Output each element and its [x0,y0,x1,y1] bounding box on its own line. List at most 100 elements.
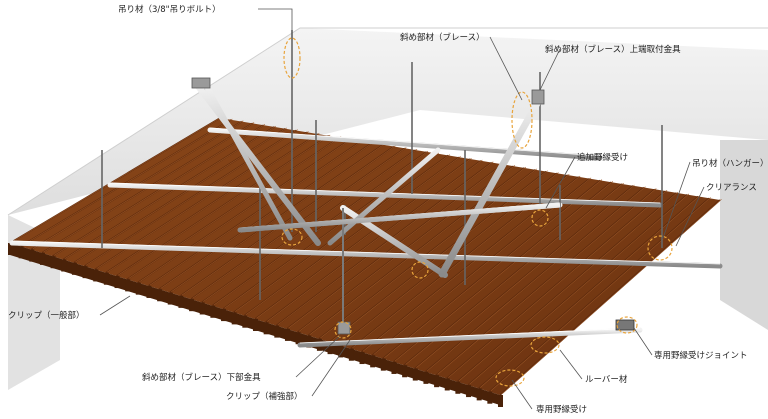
louver-slat-highlight [160,141,374,289]
louver-slat-highlight [117,134,331,276]
label-brace-top-fitting: 斜め部材（ブレース）上端取付金具 [545,44,681,55]
leader-line [258,8,293,40]
louver-slat-highlight [213,150,429,306]
louver-slat-end [210,305,216,318]
louver-slat [488,197,710,393]
labels: 吊り材（3/8"吊りボルト） 斜め部材（ブレース） 斜め部材（ブレース）上端取付… [8,4,768,415]
louver-slat-end [380,358,386,371]
louver-slat-end [274,325,280,338]
louver-slat-highlight [277,161,494,326]
louver-slat-end [114,276,120,289]
louver-slat-end [402,365,408,378]
louver-slat-highlight [394,181,613,362]
louver-slat-end [178,295,184,308]
callout-ring [647,235,673,261]
brace-left-a [194,82,321,246]
leader-lines [99,8,705,410]
leader-line [489,36,523,101]
louver-slat-end [306,335,312,348]
leader-line [545,156,576,209]
louver-slat [446,190,667,380]
label-brace: 斜め部材（ブレース） [400,32,485,43]
louver-slat [371,177,591,356]
louver-slat-highlight [490,197,711,392]
leader-line [99,295,131,316]
louver-slat-end [498,395,503,407]
louver-slat-end [167,292,173,305]
extra-runner-bar [239,202,561,233]
louver-slat-highlight [149,140,363,286]
callout-ring [616,316,638,334]
louver-slat [403,183,623,366]
louver-slat-highlight [11,116,222,243]
label-brace-bottom-fitting: 斜め部材（ブレース）下部金具 [142,372,261,383]
brace-left-b [203,82,293,241]
runner-bar [297,327,643,348]
louver-slat-highlight [437,188,657,375]
louver-slat-end [61,259,67,272]
louver-slat [456,192,678,383]
leader-line [511,379,533,410]
louver-slat-highlight [448,190,668,378]
callout-ring [530,336,560,354]
louver-slat-end [189,299,195,312]
louver-slat-highlight [21,118,233,246]
louver-slat-end [71,262,77,275]
louver-slat [424,186,645,373]
leader-line [295,335,341,378]
louver-slat-end [434,375,440,388]
louver-slat-highlight [75,127,287,263]
label-clearance: クリアランス [706,183,757,193]
louver-slat-end [103,272,109,285]
brace-bottom-fitting [337,321,351,335]
louver-slat-end [253,319,258,331]
louver-slat-end [348,348,354,361]
louver-slat-end [444,378,450,391]
ceiling-slab-underside [8,28,768,215]
ceiling-slab-right-wall [720,140,768,330]
louver-slat-end [157,289,163,302]
louver-slat-end [412,368,418,381]
leader-line [633,327,653,356]
louver-slat-end [39,252,45,265]
brace-right [438,94,544,278]
leader-line [539,48,561,91]
louver-slat-highlight [479,195,700,388]
louver-slat-end [455,381,461,394]
louver-slat-end [284,328,290,341]
brace-center-b [327,147,441,246]
callout-ring [334,321,352,339]
louver-slat-highlight [128,136,342,279]
callout-rings [281,37,673,387]
callout-ring [411,261,429,279]
callout-ring [281,228,303,246]
brace-top-fitting-left [191,77,211,89]
louver-slat-end [359,352,365,365]
fittings [191,77,635,335]
louver-slat-end [29,249,35,262]
label-extra-runner: 追加野縁受け [577,152,628,163]
louver-slat-end [487,391,493,404]
louver-slat [499,199,721,396]
runner-bar-highlight [209,127,601,157]
louver-slat [467,194,688,386]
louver-slat-end [8,243,13,255]
runner-joint-part [615,319,635,331]
louver-slat [350,174,569,350]
label-clip-reinforced: クリップ（補強部） [226,391,303,402]
louver-slat-highlight [53,124,266,256]
louver-slat-end [231,312,237,325]
louver-slat-end [135,282,141,295]
louver-slat-end [242,315,248,328]
louver-slat-end [466,385,472,398]
louver-slat-highlight [426,186,646,372]
louver-slat [382,179,601,360]
louver-slat-end [82,266,88,279]
louver-slat-end [146,285,152,298]
louver-slat-highlight [256,157,472,319]
louver-slat-end [370,355,376,368]
callout-ring [495,369,525,387]
louver-slat-highlight [266,159,483,322]
louver-slat [435,188,656,376]
